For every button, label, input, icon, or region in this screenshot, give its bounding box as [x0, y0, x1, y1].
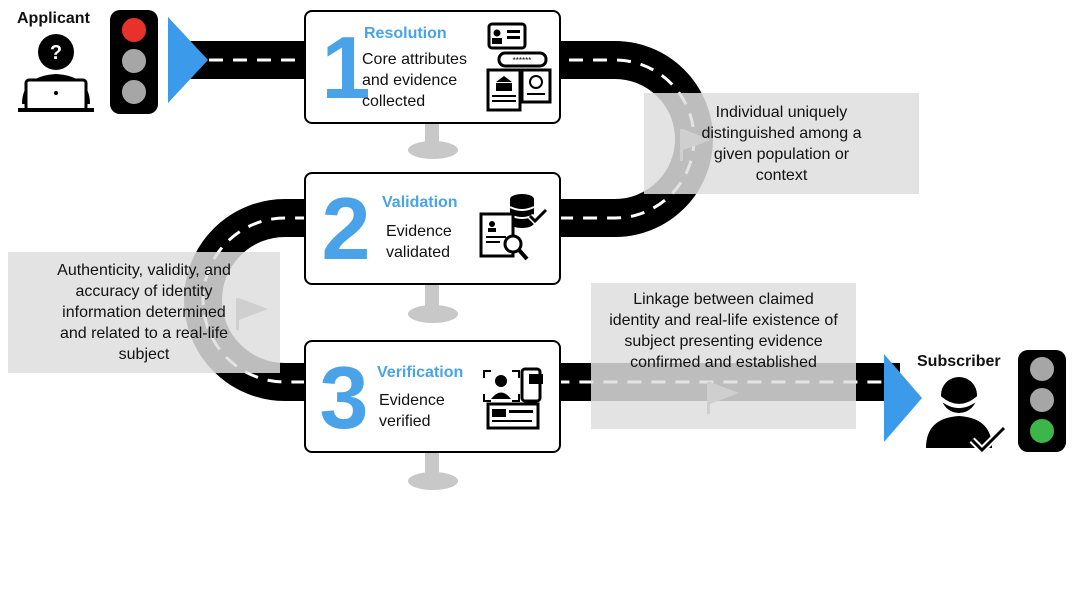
id-card-icon: [486, 402, 540, 430]
stage-box-verification: 3: [304, 340, 561, 453]
stage-box-validation: 2: [304, 172, 561, 285]
stage-number: 2: [322, 179, 371, 278]
stage-title-resolution: Resolution: [364, 25, 447, 42]
stage-title-verification: Verification: [377, 364, 464, 381]
end-arrow: [884, 354, 922, 442]
support-posts: [408, 122, 458, 490]
database-check-icon: [509, 194, 549, 228]
document-search-icon: [479, 212, 529, 261]
bank-document-icon: [486, 68, 522, 112]
subscriber-label: Subscriber: [917, 353, 1001, 370]
subscriber-light-2: [1028, 417, 1056, 445]
subscriber-light-0: [1028, 355, 1056, 383]
applicant-light-2: [120, 78, 148, 106]
phone-chat-icon: [520, 367, 543, 403]
id-card-icon: [487, 22, 527, 50]
svg-text:?: ?: [50, 42, 62, 64]
applicant-light-0: [120, 16, 148, 44]
applicant-light-1: [120, 47, 148, 75]
applicant-traffic-light: [110, 10, 158, 114]
subscriber-traffic-light: [1018, 350, 1066, 452]
stage-title-validation: Validation: [382, 194, 458, 211]
applicant-label: Applicant: [17, 10, 90, 27]
start-arrow: [168, 17, 208, 103]
subscriber-light-1: [1028, 386, 1056, 414]
stage-number: 3: [320, 348, 369, 447]
svg-text:******: ******: [513, 56, 532, 65]
face-scan-icon: [483, 370, 520, 402]
password-field-icon: ******: [497, 51, 548, 68]
passport-icon: [520, 68, 552, 104]
stage-box-resolution: 1 ******: [304, 10, 561, 124]
applicant-person-icon: ?: [18, 34, 94, 112]
subscriber-person-icon: [926, 377, 1007, 455]
stage-number: 1: [322, 18, 371, 117]
